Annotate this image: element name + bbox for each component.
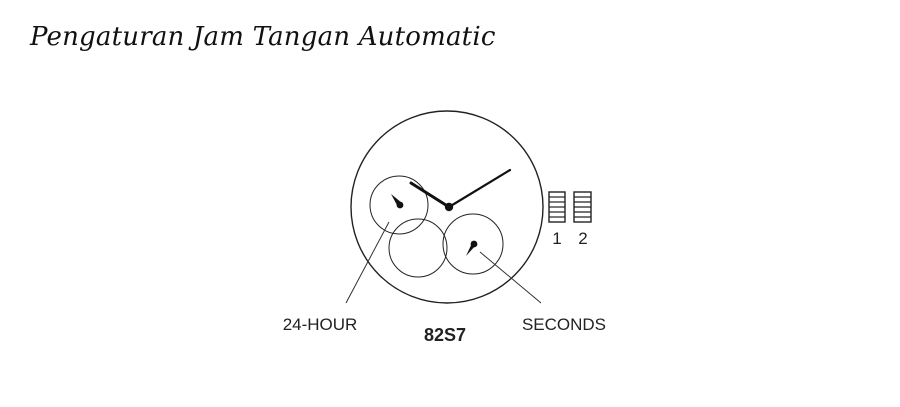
crown-position-2-block <box>573 191 592 223</box>
page-title: Pengaturan Jam Tangan Automatic <box>30 22 496 52</box>
twenty-four-hour-subdial <box>369 175 429 235</box>
crown-position-1-label: 1 <box>552 229 561 248</box>
seconds-leader-line <box>479 251 542 304</box>
bottom-subdial <box>388 218 448 278</box>
model-label: 82S7 <box>424 325 466 345</box>
twenty-four-hour-label: 24-HOUR <box>283 315 358 334</box>
crown-position-2-label: 2 <box>578 229 587 248</box>
seconds-subdial <box>442 213 504 275</box>
twenty-four-hour-leader-line <box>345 221 390 304</box>
main-hands <box>409 168 512 212</box>
twenty-four-hour-hand <box>391 194 404 209</box>
watch-case-circle <box>350 110 544 304</box>
seconds-hand <box>466 240 478 256</box>
crown-position-1-block <box>548 191 566 223</box>
seconds-label: SECONDS <box>522 315 606 334</box>
